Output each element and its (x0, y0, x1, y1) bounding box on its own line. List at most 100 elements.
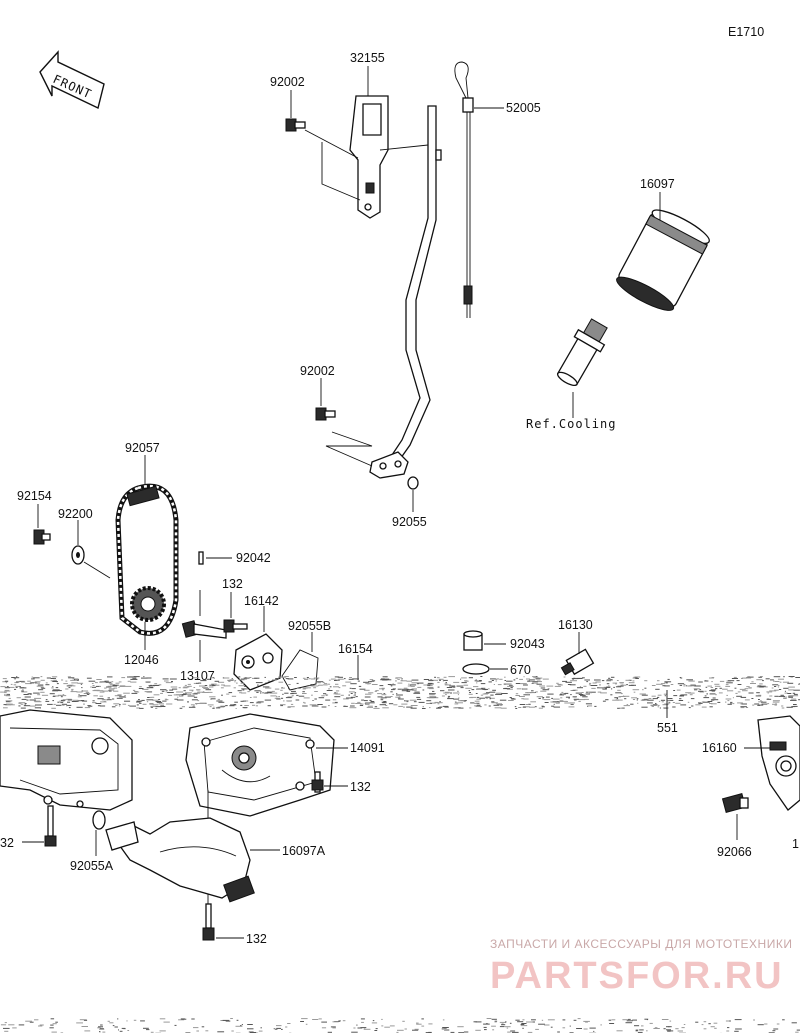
noise-speck (106, 686, 112, 688)
noise-speck (97, 698, 104, 700)
noise-speck (784, 692, 788, 694)
noise-speck (371, 1022, 378, 1024)
noise-speck (357, 1027, 363, 1029)
noise-speck (488, 681, 492, 683)
noise-speck (213, 706, 215, 708)
noise-speck (542, 706, 545, 708)
noise-speck (118, 1029, 119, 1031)
noise-speck (35, 704, 42, 706)
noise-speck (485, 696, 491, 698)
noise-speck (641, 1025, 644, 1027)
noise-speck (445, 694, 447, 696)
noise-speck (363, 1028, 371, 1030)
noise-speck (226, 693, 230, 695)
noise-speck (664, 681, 672, 683)
noise-speck (754, 703, 760, 705)
noise-speck (37, 684, 44, 686)
noise-speck (235, 1025, 243, 1027)
noise-speck (660, 699, 666, 701)
noise-speck (463, 684, 469, 686)
noise-speck (757, 685, 760, 686)
noise-speck (515, 708, 518, 709)
noise-speck (380, 678, 385, 680)
noise-speck (526, 704, 529, 705)
noise-speck (711, 690, 715, 692)
noise-speck (506, 688, 513, 690)
noise-speck (491, 702, 498, 704)
noise-speck (515, 677, 518, 679)
noise-speck (3, 704, 7, 706)
noise-speck (280, 705, 283, 707)
noise-speck (365, 702, 370, 704)
noise-speck (519, 683, 527, 685)
cooling-fitting (556, 318, 608, 387)
noise-speck (490, 694, 494, 696)
noise-speck (657, 694, 662, 696)
noise-speck (396, 1031, 399, 1033)
noise-speck (220, 705, 226, 707)
noise-speck (273, 1028, 275, 1030)
noise-speck (71, 701, 79, 702)
noise-speck (730, 701, 733, 703)
noise-speck (86, 693, 88, 695)
noise-speck (704, 680, 709, 682)
noise-speck (139, 702, 142, 704)
noise-speck (77, 682, 84, 684)
noise-speck (353, 1027, 356, 1029)
label-551: 551 (657, 721, 678, 735)
noise-speck (501, 1024, 506, 1026)
label-132-mid: 132 (350, 780, 371, 794)
noise-speck (761, 701, 767, 703)
noise-speck (191, 1018, 195, 1020)
noise-speck (197, 691, 203, 693)
noise-speck (109, 1022, 114, 1024)
label-52005: 52005 (506, 101, 541, 115)
noise-speck (373, 707, 380, 709)
noise-speck (382, 676, 387, 678)
noise-speck (281, 697, 284, 699)
noise-speck (562, 700, 568, 702)
noise-speck (301, 1018, 308, 1020)
noise-speck (358, 685, 362, 687)
noise-speck (429, 696, 437, 698)
noise-speck (242, 689, 245, 691)
noise-speck (428, 1031, 432, 1033)
noise-speck (233, 687, 236, 689)
noise-speck (332, 1021, 339, 1023)
noise-speck (25, 683, 32, 685)
noise-speck (16, 697, 21, 699)
noise-speck (19, 680, 25, 682)
noise-speck (500, 707, 507, 709)
noise-speck (656, 696, 660, 698)
noise-speck (620, 693, 623, 695)
noise-speck (599, 687, 606, 689)
housing-16160 (757, 715, 800, 811)
noise-speck (211, 684, 215, 686)
noise-speck (509, 697, 512, 698)
noise-speck (284, 676, 289, 677)
noise-speck (143, 1027, 149, 1029)
noise-speck (24, 704, 27, 706)
noise-speck (37, 694, 41, 696)
noise-speck (371, 680, 376, 682)
noise-speck (218, 706, 225, 708)
noise-speck (653, 704, 658, 706)
noise-speck (349, 677, 352, 678)
noise-speck (755, 695, 762, 697)
noise-speck (346, 697, 353, 699)
noise-speck (264, 676, 266, 678)
noise-speck (792, 692, 796, 694)
noise-speck (16, 676, 18, 678)
noise-speck (447, 695, 451, 697)
noise-speck (305, 1023, 308, 1025)
noise-speck (158, 699, 161, 701)
noise-speck (458, 700, 465, 702)
noise-speck (107, 697, 110, 699)
noise-speck (274, 697, 281, 699)
noise-speck (506, 1027, 509, 1029)
noise-speck (744, 699, 750, 701)
noise-speck (392, 683, 394, 685)
noise-speck (65, 680, 68, 682)
noise-speck (92, 702, 97, 704)
noise-speck (114, 1026, 118, 1028)
